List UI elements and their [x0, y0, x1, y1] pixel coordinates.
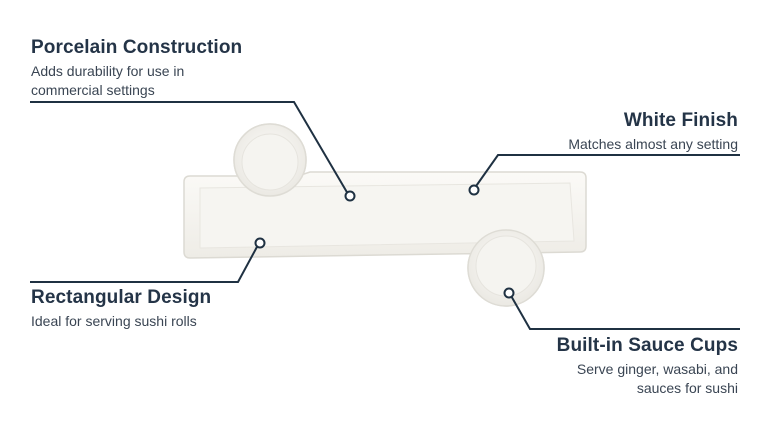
callout-description: Matches almost any setting — [568, 135, 738, 154]
description-line: Serve ginger, wasabi, and — [576, 361, 738, 377]
sauce-cups-marker — [503, 287, 515, 299]
callout-description: Serve ginger, wasabi, and sauces for sus… — [557, 360, 738, 398]
callout-built-in-sauce-cups: Built-in Sauce Cups Serve ginger, wasabi… — [557, 334, 738, 398]
callout-title: Porcelain Construction — [31, 37, 243, 58]
description-line: commercial settings — [31, 82, 155, 98]
callout-markers — [254, 184, 515, 299]
rectangular-leader-line — [30, 244, 259, 283]
callout-title: White Finish — [623, 110, 738, 131]
sushi-tray-image — [183, 123, 587, 307]
callout-description: Ideal for serving sushi rolls — [31, 312, 211, 331]
white-finish-marker — [468, 184, 480, 196]
callout-white-finish: White Finish Matches almost any setting — [568, 109, 738, 154]
callout-rectangular-design: Rectangular Design Ideal for serving sus… — [31, 286, 211, 331]
callout-porcelain-construction: Porcelain Construction Adds durability f… — [31, 36, 242, 100]
description-line: Adds durability for use in — [31, 63, 185, 79]
porcelain-marker — [344, 190, 356, 202]
rectangular-marker — [254, 237, 266, 249]
sauce-cups-leader-line — [509, 293, 740, 330]
description-line: sauces for sushi — [636, 380, 738, 396]
description-line: Ideal for serving sushi rolls — [31, 313, 197, 329]
white-finish-leader-line — [473, 154, 740, 190]
callout-title: Built-in Sauce Cups — [556, 335, 738, 356]
porcelain-leader-line — [30, 101, 349, 195]
leader-lines — [30, 101, 740, 330]
description-line: Matches almost any setting — [568, 136, 738, 152]
callout-description: Adds durability for use in commercial se… — [31, 62, 242, 100]
callout-title: Rectangular Design — [31, 287, 212, 308]
